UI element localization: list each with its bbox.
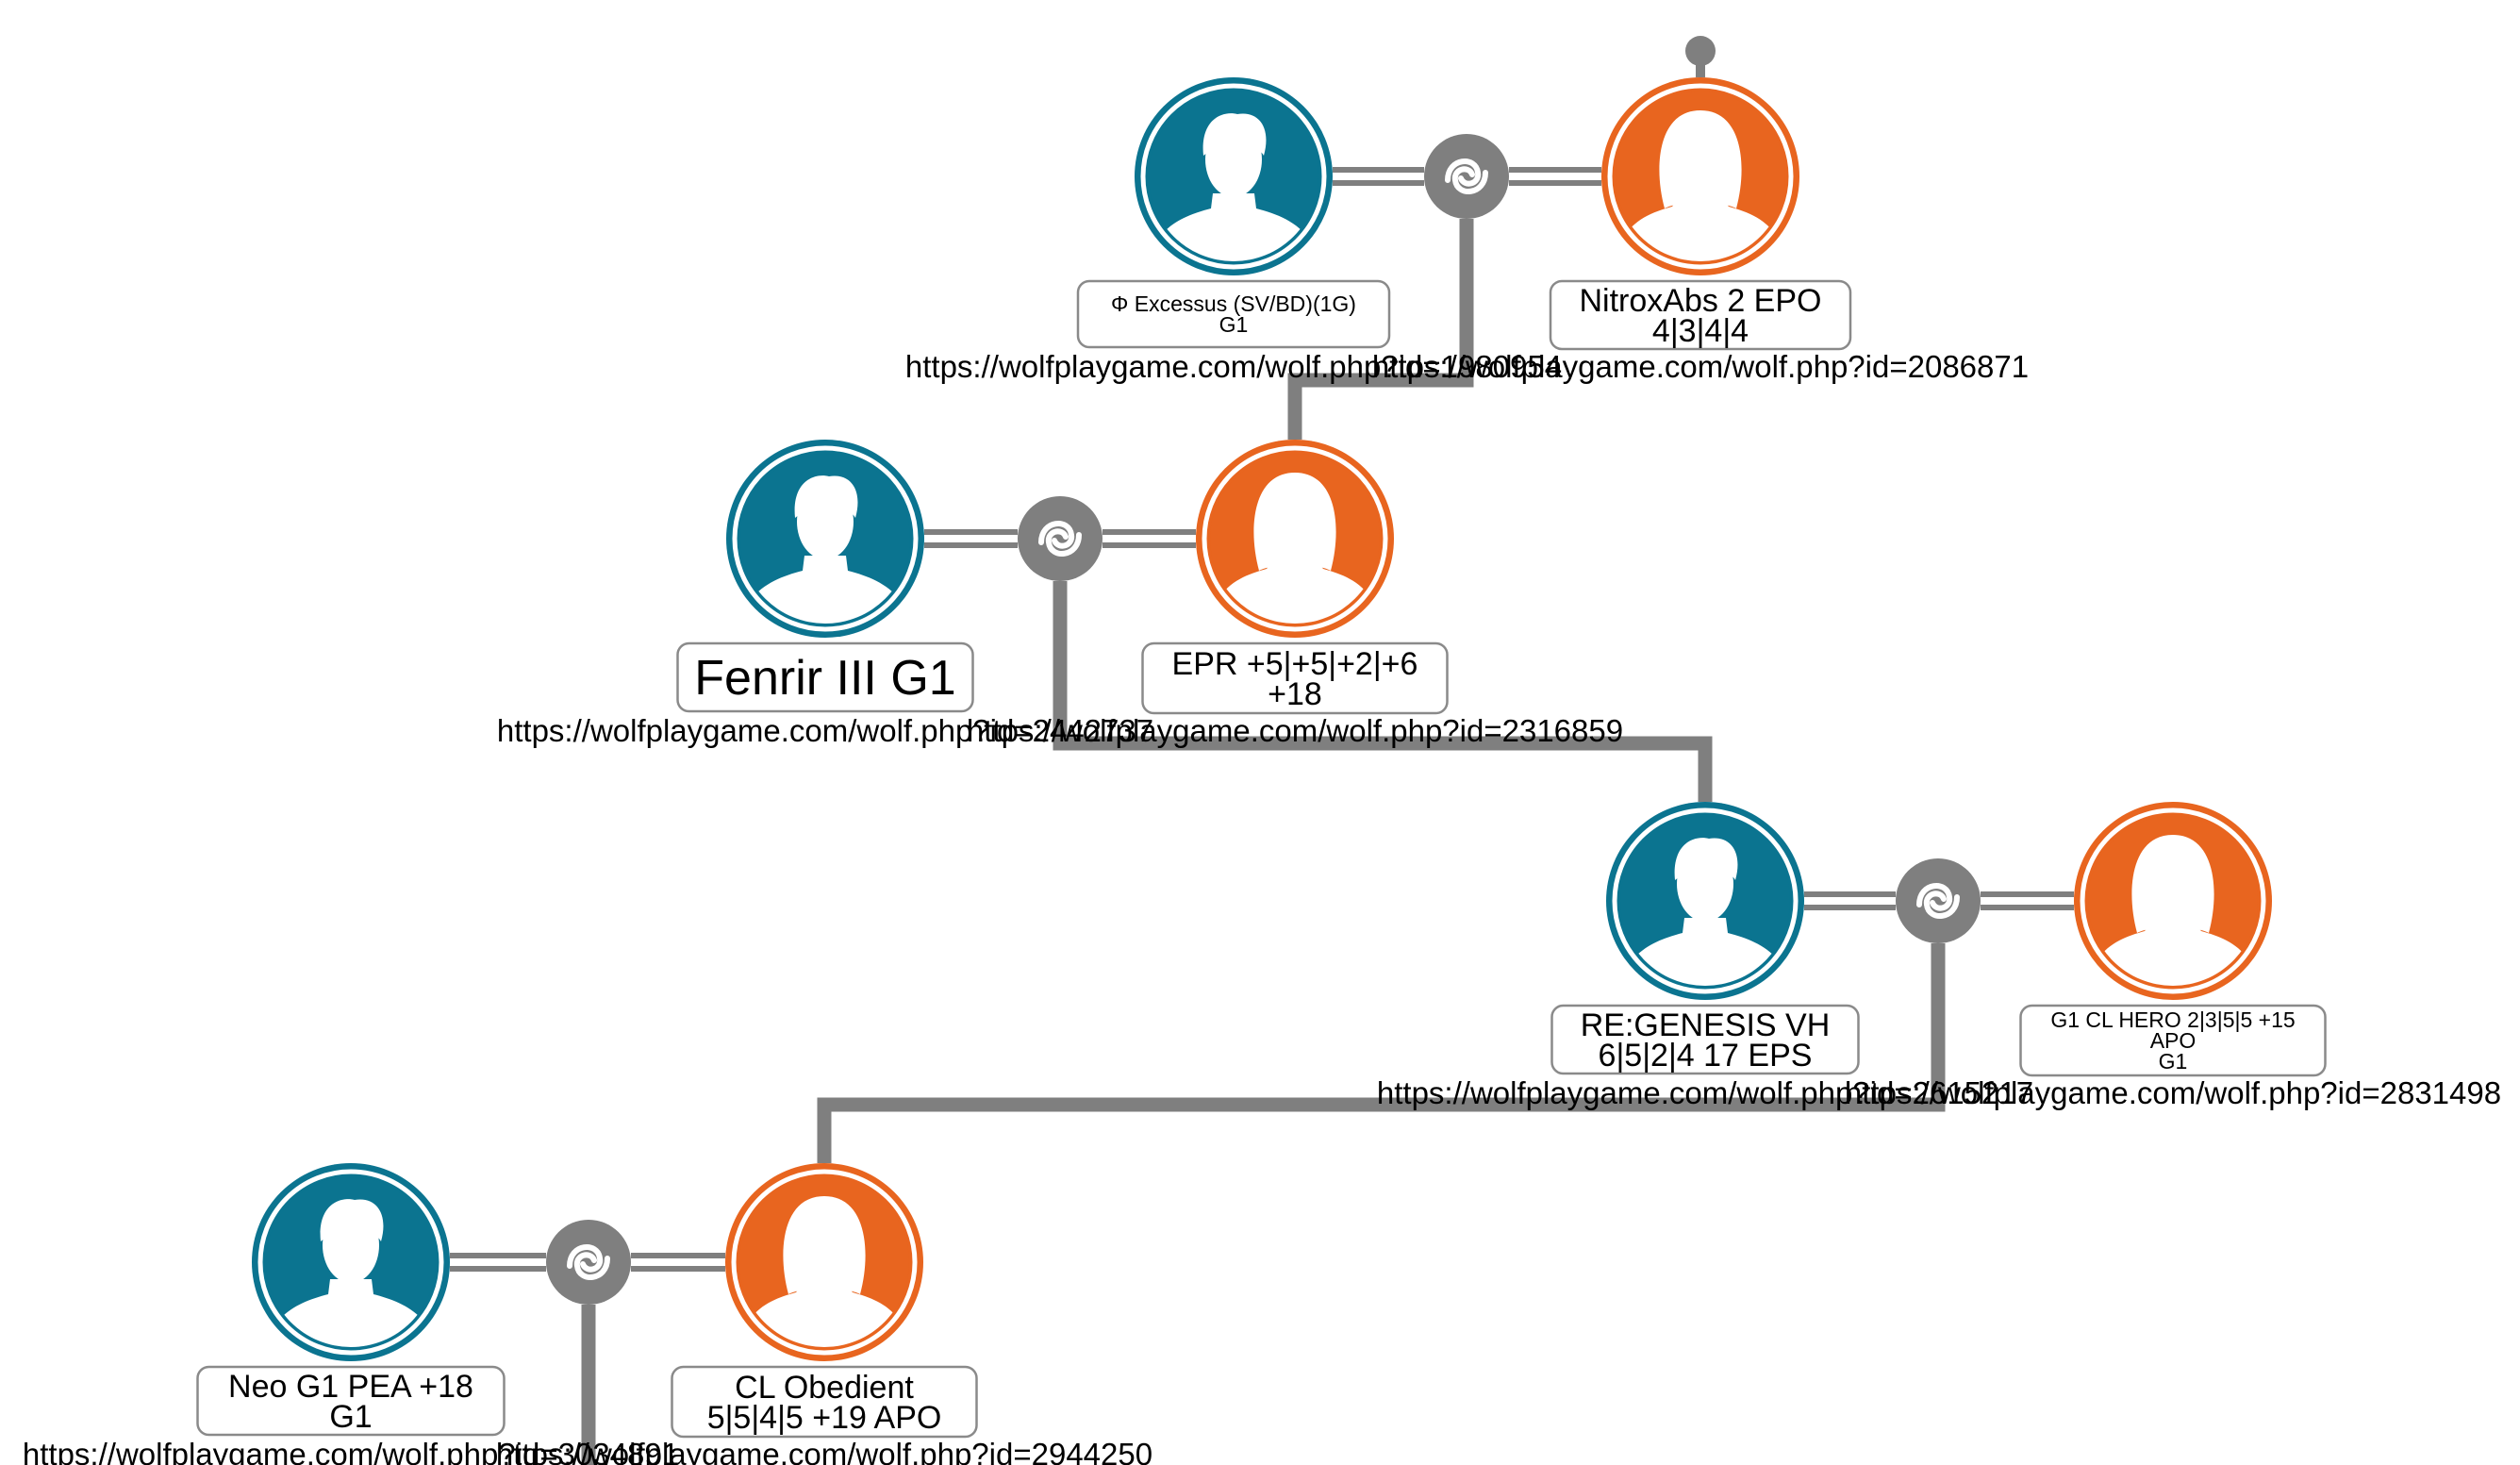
sire-profile-link[interactable]: https://wolfplaygame.com/wolf.php?id=244… (497, 713, 1153, 748)
sire-name-line: G1 (1219, 312, 1249, 337)
male-avatar-icon[interactable] (1606, 802, 1804, 1000)
sire-name-line: Fenrir III G1 (694, 651, 955, 706)
descent-line (1287, 219, 1474, 440)
sire-name-label[interactable]: Fenrir III G1 (676, 641, 974, 713)
pair-swirl-icon[interactable] (1896, 858, 1981, 943)
dam-name-line: G1 CL HERO 2|3|5|5 +15 (2050, 1007, 2295, 1032)
pair-swirl-icon[interactable] (1018, 496, 1102, 581)
sire-profile-link[interactable]: https://wolfplaygame.com/wolf.php?id=198… (905, 349, 1562, 384)
male-avatar-icon[interactable] (1135, 77, 1333, 275)
dam-name-line: NitroxAbs 2 EPO (1580, 283, 1822, 319)
dam-profile-link[interactable]: https://wolfplaygame.com/wolf.php?id=283… (1845, 1075, 2501, 1110)
sire-name-label[interactable]: Φ Excessus (SV/BD)(1G)G1 (1076, 279, 1391, 349)
dam-profile-link[interactable]: https://wolfplaygame.com/wolf.php?id=208… (1372, 349, 2029, 384)
sire-name-line: RE:GENESIS VH (1581, 1007, 1831, 1043)
descent-line (1053, 581, 1713, 802)
sire-name-label[interactable]: RE:GENESIS VH6|5|2|4 17 EPS (1550, 1004, 1860, 1075)
sire-profile-link[interactable]: https://wolfplaygame.com/wolf.php?id=303… (23, 1437, 679, 1465)
dam-name-line: APO (2150, 1028, 2197, 1053)
connector-lines (581, 36, 1946, 1465)
sire-profile-link[interactable]: https://wolfplaygame.com/wolf.php?id=261… (1377, 1075, 2033, 1110)
dam-profile-link[interactable]: https://wolfplaygame.com/wolf.php?id=294… (496, 1437, 1152, 1465)
dam-name-line: 4|3|4|4 (1652, 313, 1749, 349)
sire-name-line: G1 (329, 1399, 372, 1435)
dam-profile-link[interactable]: https://wolfplaygame.com/wolf.php?id=231… (967, 713, 1623, 748)
sire-name-line: Φ Excessus (SV/BD)(1G) (1111, 291, 1356, 316)
pair-swirl-icon[interactable] (1424, 134, 1509, 219)
male-avatar-icon[interactable] (252, 1163, 450, 1361)
pair-swirl-icon[interactable] (546, 1220, 631, 1305)
breeding-pair: RE:GENESIS VH6|5|2|4 17 EPS G1 CL HERO 2|… (1377, 802, 2501, 1110)
dam-name-line: 5|5|4|5 +19 APO (707, 1400, 942, 1436)
female-avatar-icon[interactable] (1196, 440, 1394, 638)
female-avatar-icon[interactable] (725, 1163, 923, 1361)
female-avatar-icon[interactable] (1601, 77, 1799, 275)
dam-name-line: EPR +5|+5|+2|+6 (1172, 646, 1418, 682)
dam-name-line: CL Obedient (735, 1370, 914, 1406)
dam-name-label[interactable]: EPR +5|+5|+2|+6+18 (1141, 641, 1449, 715)
sire-name-line: 6|5|2|4 17 EPS (1599, 1038, 1813, 1074)
descent-line (817, 943, 1946, 1163)
dam-name-line: G1 (2159, 1049, 2188, 1074)
female-avatar-icon[interactable] (2074, 802, 2272, 1000)
male-avatar-icon[interactable] (726, 440, 924, 638)
root-node-dot (1685, 36, 1716, 66)
dam-name-line: +18 (1268, 676, 1322, 712)
breeding-pair: Φ Excessus (SV/BD)(1G)G1 NitroxAbs 2 EPO4… (905, 77, 2029, 384)
sire-name-line: Neo G1 PEA +18 (228, 1369, 473, 1405)
